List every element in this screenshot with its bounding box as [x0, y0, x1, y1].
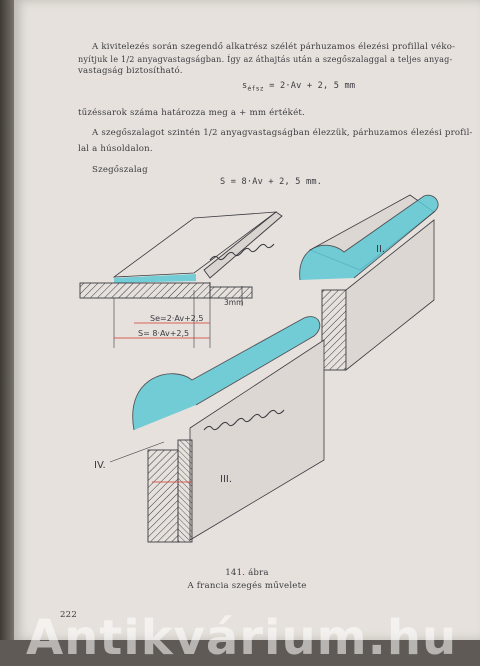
section-hatched-right	[209, 286, 253, 299]
strip-wave-line	[209, 243, 275, 261]
paragraph-2-line-1: tűzéssarok száma határozza meg a + mm ér…	[78, 108, 305, 118]
section-hatched-left	[79, 282, 211, 299]
paragraph-3-line-2: lal a húsoldalon.	[78, 144, 153, 154]
dim-label-3mm: 3mm	[224, 298, 243, 307]
formula-2: S = 8·Av + 2, 5 mm.	[220, 177, 323, 187]
leather-top-plane	[112, 211, 278, 278]
strip-wavy	[203, 211, 283, 279]
paragraph-4-line-1: Szegőszalag	[92, 165, 148, 175]
figure-141: Se=2·Av+2,5 S= 8·Av+2,5 3mm II. IV. III.	[79, 194, 439, 543]
formula-1-symbol: s	[242, 81, 248, 91]
paragraph-1-line-2: nyítjuk le 1/2 anyagvastagságban. Így az…	[78, 54, 453, 64]
label-IV: IV.	[94, 460, 106, 471]
label-III: III.	[220, 474, 232, 485]
fold-II-side-plane	[345, 219, 435, 371]
dim-label-s: S= 8·Av+2,5	[138, 329, 189, 338]
figure-fold-II: II.	[299, 194, 439, 371]
paragraph-3-line-1: A szegőszalagot szintén 1/2 anyagvastags…	[92, 128, 473, 138]
pointer-IV	[109, 441, 165, 463]
figure-profile-top-left: Se=2·Av+2,5 S= 8·Av+2,5 3mm	[79, 211, 283, 348]
formula-1: séfsz = 2·Av + 2, 5 mm	[242, 80, 355, 95]
book-spine-shadow	[0, 0, 14, 640]
figure-fold-III-IV: IV. III.	[94, 316, 325, 543]
watermark: Antikvárium.hu	[26, 610, 458, 666]
leather-cyan-edge	[114, 274, 196, 283]
fold-hatched-section-right	[177, 439, 193, 543]
dim-label-se: Se=2·Av+2,5	[150, 314, 204, 323]
label-II: II.	[376, 244, 385, 255]
fold-cyan-roll	[132, 316, 321, 431]
book-page: A kivitelezés során szegendő alkatrész s…	[14, 0, 480, 640]
formula-1-expression: = 2·Av + 2, 5 mm	[269, 81, 356, 91]
fold-wave-line	[203, 409, 285, 431]
figure-caption-number: 141. ábra	[225, 568, 269, 578]
fold-hatched-section-left	[147, 449, 179, 543]
formula-1-subscript: éfsz	[247, 84, 264, 93]
page-number: 222	[60, 610, 78, 620]
fold-II-cyan-roll	[299, 194, 439, 281]
paragraph-1-line-1: A kivitelezés során szegendő alkatrész s…	[92, 42, 456, 52]
paragraph-1-line-3: vastagság biztosítható.	[78, 66, 183, 76]
fold-II-hatched-section	[321, 289, 347, 371]
figure-caption-title: A francia szegés művelete	[187, 581, 307, 591]
